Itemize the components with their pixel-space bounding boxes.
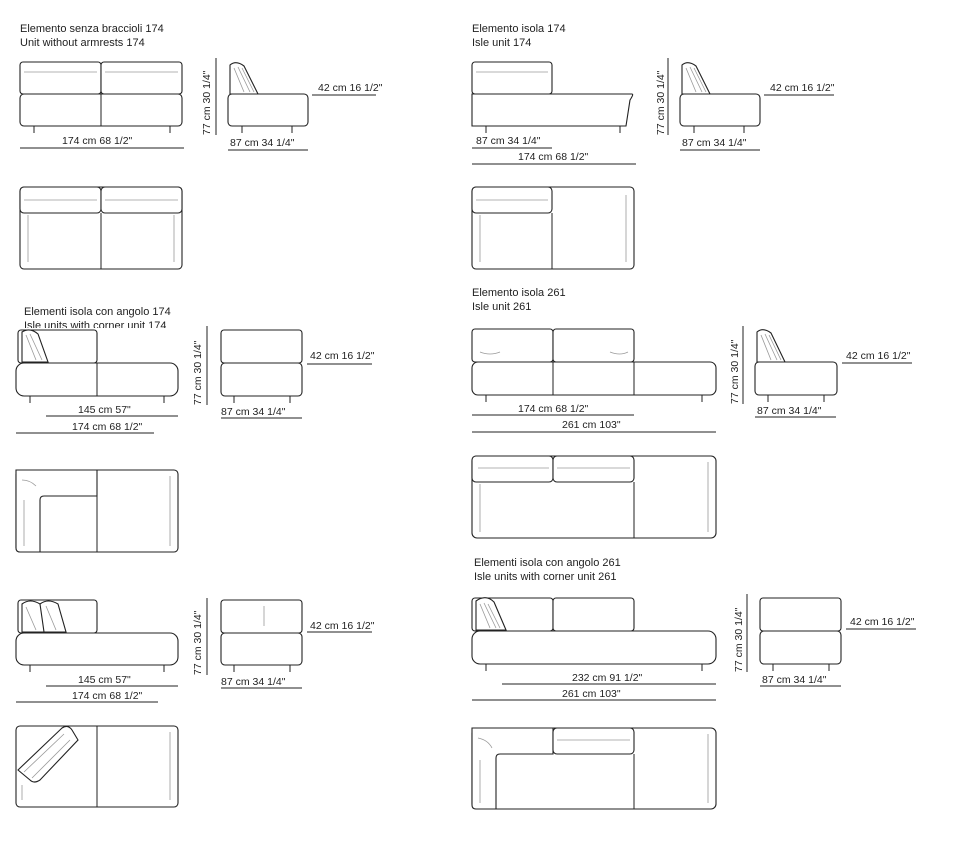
dim-seat-height: 42 cm 16 1/2" <box>850 616 915 628</box>
dim-depth: 87 cm 34 1/4" <box>757 405 822 417</box>
dim-depth: 87 cm 34 1/4" <box>230 137 295 149</box>
corner-261-plan-view <box>471 727 717 810</box>
dim-partial: 232 cm 91 1/2" <box>572 672 643 684</box>
dim-partial: 145 cm 57" <box>78 404 131 416</box>
dim-partial: 174 cm 68 1/2" <box>518 403 589 415</box>
dim-height: 77 cm 30 1/4" <box>733 607 745 672</box>
dim-height: 77 cm 30 1/4" <box>201 70 213 135</box>
dim-height: 77 cm 30 1/4" <box>655 70 667 135</box>
corner-174-b-front-view <box>15 599 179 703</box>
dim-width: 174 cm 68 1/2" <box>72 421 143 433</box>
section-6-title-en: Isle units with corner unit 261 <box>474 571 617 583</box>
corner-261-side-view <box>746 594 916 687</box>
corner-174-b-side-view <box>206 598 372 689</box>
dim-height: 77 cm 30 1/4" <box>192 610 204 675</box>
dim-depth: 87 cm 34 1/4" <box>762 674 827 686</box>
section-1-title-en: Unit without armrests 174 <box>20 37 145 49</box>
section-2-title-it: Elemento isola 174 <box>472 23 566 35</box>
section-2-title-en: Isle unit 174 <box>472 37 532 49</box>
section-3-title-en: Isle units with corner unit 174 <box>24 320 167 328</box>
unit-174-side-view <box>215 58 376 151</box>
isle-174-front-view <box>471 61 636 165</box>
dim-width: 174 cm 68 1/2" <box>62 135 133 147</box>
unit-174-plan-view <box>19 186 183 270</box>
isle-261-plan-view <box>471 455 717 539</box>
section-4-title-en: Isle unit 261 <box>472 301 532 313</box>
dim-width: 261 cm 103" <box>562 688 621 700</box>
dim-width: 174 cm 68 1/2" <box>72 690 143 702</box>
isle-261-front-view <box>471 328 717 433</box>
section-4-title-it: Elemento isola 261 <box>472 287 566 299</box>
corner-174-plan-view <box>15 469 179 553</box>
section-6-title-it: Elementi isola con angolo 261 <box>474 557 621 569</box>
dim-seat-height: 42 cm 16 1/2" <box>846 350 911 362</box>
unit-174-front-view <box>19 61 184 149</box>
isle-174-side-view <box>667 58 834 151</box>
section-1-title-it: Elemento senza braccioli 174 <box>20 23 164 35</box>
corner-174-side-view <box>206 326 372 419</box>
isle-261-side-view <box>742 326 912 418</box>
dim-seat-height: 42 cm 16 1/2" <box>770 82 835 94</box>
dim-height: 77 cm 30 1/4" <box>729 339 741 404</box>
dim-depth: 87 cm 34 1/4" <box>221 676 286 688</box>
corner-174-b-plan-view <box>15 725 179 808</box>
dim-seat-height: 42 cm 16 1/2" <box>310 350 375 362</box>
section-3-title-it: Elementi isola con angolo 174 <box>24 306 171 318</box>
dim-partial: 145 cm 57" <box>78 674 131 686</box>
dim-depth: 87 cm 34 1/4" <box>682 137 747 149</box>
dim-height: 77 cm 30 1/4" <box>192 340 204 405</box>
dim-width: 261 cm 103" <box>562 419 621 431</box>
dim-width: 174 cm 68 1/2" <box>518 151 589 163</box>
dim-seat-height: 42 cm 16 1/2" <box>310 620 375 632</box>
corner-174-front-view <box>15 329 179 434</box>
dim-partial: 87 cm 34 1/4" <box>476 135 541 147</box>
isle-174-plan-view <box>471 186 635 270</box>
corner-261-front-view <box>471 597 717 701</box>
dim-depth: 87 cm 34 1/4" <box>221 406 286 418</box>
dim-seat-height: 42 cm 16 1/2" <box>318 82 383 94</box>
